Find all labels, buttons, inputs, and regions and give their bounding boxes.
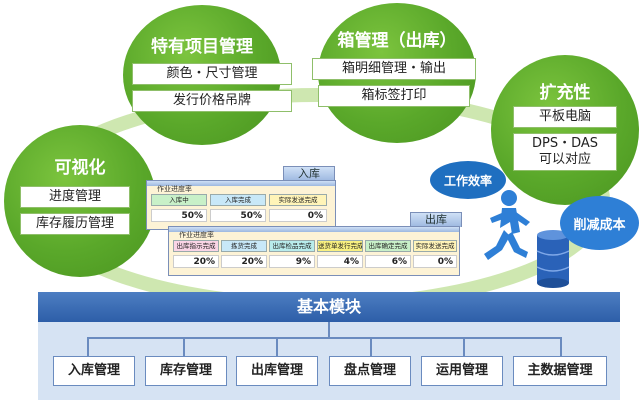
outbound-panel-header-strip	[169, 227, 459, 232]
unique-items-title: 特有项目管理	[151, 37, 253, 57]
visualization-label-progress: 进度管理	[20, 186, 130, 208]
cost-reduction-badge: 削减成本	[560, 196, 639, 250]
inbound-col-sent: 实际发送完成	[269, 194, 327, 206]
inbound-col-received: 入库完成	[210, 194, 266, 206]
inbound-panel-title: 作业进度率	[157, 185, 192, 193]
module-connector-1	[87, 337, 89, 356]
expansion-label-dps-das: DPS・DAS 可以对应	[513, 133, 617, 171]
outbound-col-sent: 实际发送完成	[413, 240, 457, 252]
module-operation: 运用管理	[421, 356, 503, 386]
expansion-title: 扩充性	[539, 83, 591, 103]
box-management-label-detail: 箱明细管理・输出	[312, 58, 476, 80]
outbound-panel-title: 作业进度率	[179, 231, 214, 239]
visualization-title: 可视化	[54, 158, 106, 178]
module-stocktaking: 盘点管理	[329, 356, 411, 386]
module-connector-6	[560, 337, 562, 356]
running-person-icon	[484, 190, 530, 260]
outbound-col-instruction: 出库指示完成	[173, 240, 219, 252]
outbound-col-picking: 拣货完成	[221, 240, 267, 252]
efficiency-badge: 工作效率	[430, 161, 506, 199]
module-outbound: 出库管理	[236, 356, 318, 386]
outbound-value-delivery-note: 4%	[317, 255, 363, 268]
module-connector-horizontal	[87, 337, 562, 339]
outbound-col-delivery-note: 送货单发行完成	[317, 240, 363, 252]
visualization-label-inventory-history: 库存履历管理	[20, 213, 130, 235]
outbound-col-confirmed: 出库确定完成	[365, 240, 411, 252]
module-connector-5	[463, 337, 465, 356]
outbound-col-inspection: 出库检品完成	[269, 240, 315, 252]
module-connector-3	[276, 337, 278, 356]
outbound-panel: 作业进度率 出库指示完成 拣货完成 出库检品完成 送货单发行完成 出库确定完成 …	[168, 226, 460, 276]
module-master-data: 主数据管理	[513, 356, 607, 386]
outbound-value-instruction: 20%	[173, 255, 219, 268]
outbound-value-confirmed: 6%	[365, 255, 411, 268]
inbound-panel-tab: 入库	[283, 166, 335, 181]
outbound-value-sent: 0%	[413, 255, 457, 268]
box-management-title: 箱管理（出库）	[337, 31, 457, 51]
module-inbound: 入库管理	[53, 356, 135, 386]
module-inventory: 库存管理	[145, 356, 227, 386]
inbound-panel: 作业进度率 入库中 入库完成 实际发送完成 50% 50% 0%	[146, 180, 336, 230]
outbound-panel-tab: 出库	[410, 212, 462, 227]
base-module-bar: 基本模块	[38, 292, 620, 322]
unique-items-label-color-size: 颜色・尺寸管理	[132, 63, 292, 85]
module-connector-stem	[328, 322, 330, 338]
inbound-panel-header-strip	[147, 181, 335, 186]
module-connector-2	[183, 337, 185, 356]
database-cylinder-icon	[536, 230, 570, 288]
box-management-label-print: 箱标签打印	[318, 85, 470, 107]
inbound-value-receiving: 50%	[151, 209, 207, 222]
module-connector-4	[370, 337, 372, 356]
inbound-value-sent: 0%	[269, 209, 327, 222]
unique-items-label-price-tag: 发行价格吊牌	[132, 90, 292, 112]
inbound-col-receiving: 入库中	[151, 194, 207, 206]
inbound-value-received: 50%	[210, 209, 266, 222]
outbound-value-inspection: 9%	[269, 255, 315, 268]
expansion-label-tablet: 平板电脑	[513, 106, 617, 128]
expansion-circle	[491, 55, 639, 205]
outbound-value-picking: 20%	[221, 255, 267, 268]
